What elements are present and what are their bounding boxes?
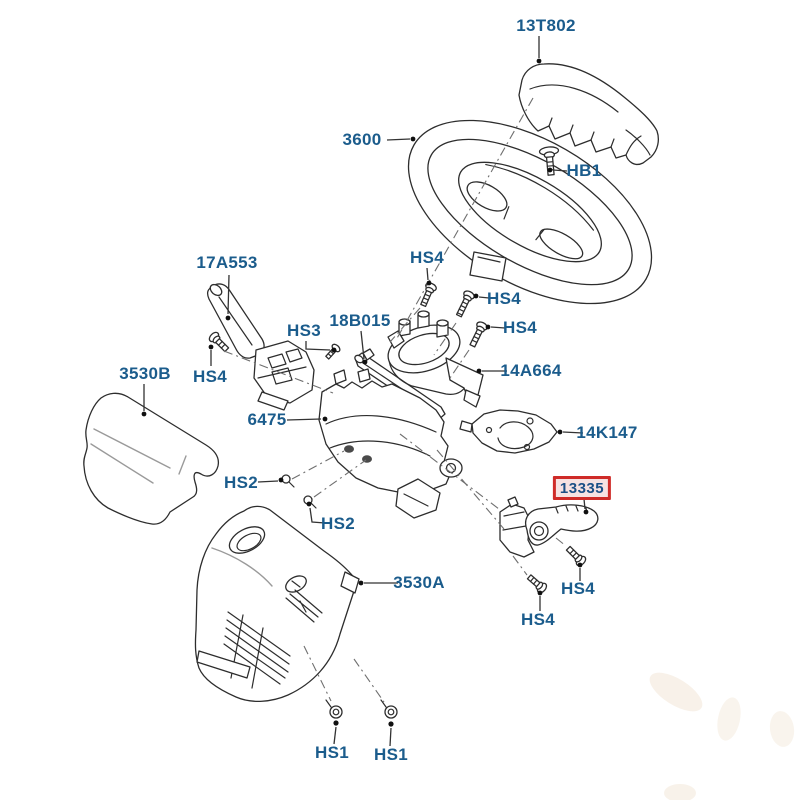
part-label-hb1: HB1 xyxy=(566,161,602,180)
hs4-screw-drawing xyxy=(469,321,488,348)
hs4-screw-drawing xyxy=(526,574,548,594)
part-label-hs4-2: HS4 xyxy=(487,289,521,308)
part-label-18b015: 18B015 xyxy=(329,311,391,330)
part-label-hs3: HS3 xyxy=(287,321,321,340)
lower-shroud-drawing xyxy=(194,505,360,702)
part-label-13t802: 13T802 xyxy=(516,16,576,35)
tilt-lever-drawing xyxy=(499,496,599,558)
assembly-dash-lines xyxy=(223,97,567,703)
hs4-screw-drawing xyxy=(455,290,475,318)
part-label-hs4-1: HS4 xyxy=(410,248,444,267)
part-label-hs4-6: HS4 xyxy=(521,610,555,629)
upper-shroud-drawing xyxy=(83,392,220,525)
part-label-13335-highlighted: 13335 xyxy=(552,476,612,500)
part-label-hs2-1: HS2 xyxy=(224,473,258,492)
part-label-hs4-5: HS4 xyxy=(561,579,595,598)
hs4-screw-drawing xyxy=(208,331,230,353)
part-label-3530a: 3530A xyxy=(393,573,445,592)
part-label-hs4-4: HS4 xyxy=(193,367,227,386)
part-label-hs1-2: HS1 xyxy=(374,745,408,764)
hs4-screw-drawing xyxy=(565,545,587,567)
cover-plate-drawing xyxy=(459,409,558,454)
watermark-smudge xyxy=(649,672,795,800)
steering-wheel-drawing xyxy=(407,119,653,305)
hs2-screw-drawing xyxy=(281,474,295,488)
hs1-screw-drawing xyxy=(325,699,343,719)
part-label-hs1-1: HS1 xyxy=(315,743,349,762)
clockspring-drawing xyxy=(387,310,484,408)
multifunction-switch-drawing xyxy=(206,283,315,411)
leader-lines xyxy=(141,36,589,747)
part-label-3530b: 3530B xyxy=(119,364,171,383)
hs1-screw-drawing xyxy=(380,699,398,719)
part-label-hs4-3: HS4 xyxy=(503,318,537,337)
hs4-screw-drawing xyxy=(420,282,437,308)
airbag-module-drawing xyxy=(518,63,659,166)
lock-housing-drawing xyxy=(318,368,463,519)
part-label-hs2-2: HS2 xyxy=(321,514,355,533)
part-label-14a664: 14A664 xyxy=(500,361,562,380)
part-label-6475: 6475 xyxy=(247,410,287,429)
part-label-14k147: 14K147 xyxy=(576,423,638,442)
part-label-17a553: 17A553 xyxy=(196,253,258,272)
part-label-3600: 3600 xyxy=(342,130,382,149)
